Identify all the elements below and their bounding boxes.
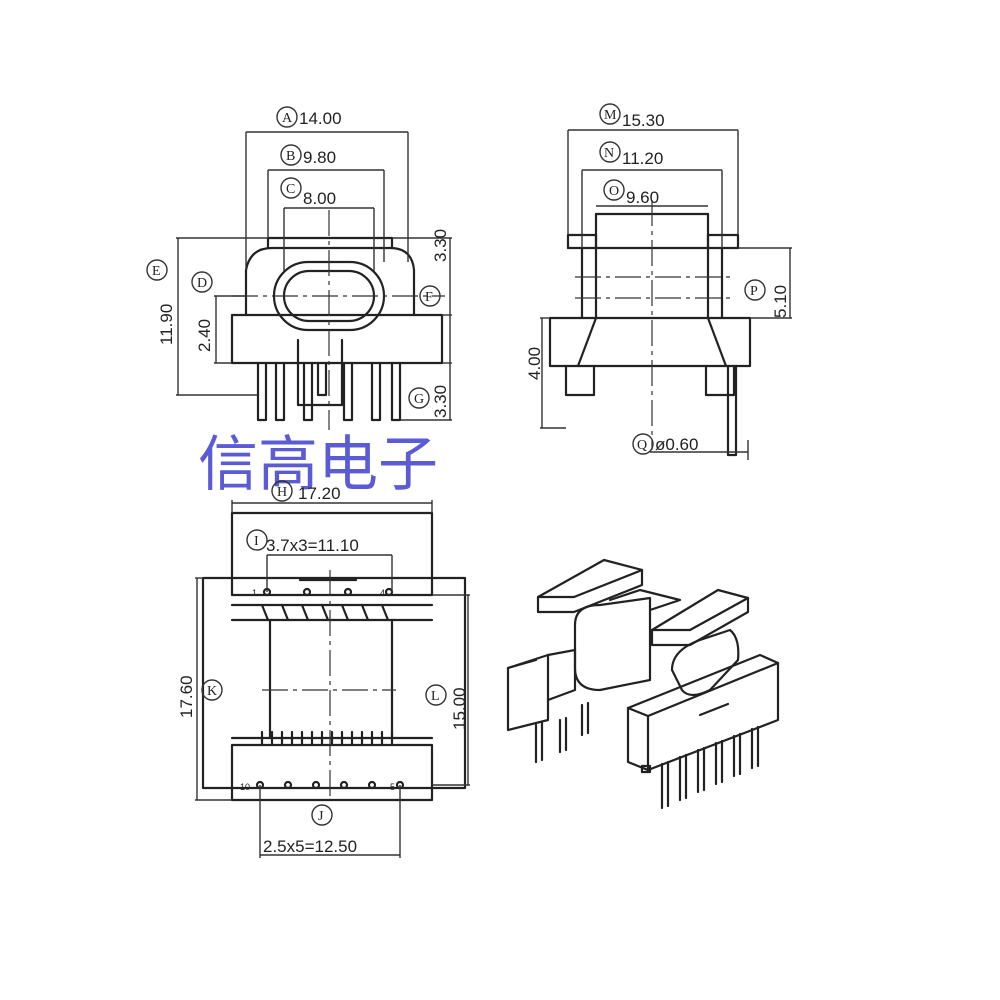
label-M-value: 15.30 xyxy=(622,111,665,130)
label-K-letter: K xyxy=(207,684,217,699)
label-C-value: 8.00 xyxy=(303,189,336,208)
label-D-value: 2.40 xyxy=(195,319,214,352)
label-E-value: 11.90 xyxy=(157,304,176,345)
label-Q-letter: Q xyxy=(637,438,647,453)
label-height-value: 4.00 xyxy=(525,347,544,380)
label-I-letter: I xyxy=(254,534,259,549)
label-P-letter: P xyxy=(750,284,758,299)
label-Q-value: ø0.60 xyxy=(655,435,698,454)
label-H-value: 17.20 xyxy=(298,484,341,503)
front-view: A 14.00 B 9.80 C 8.00 E 11.90 D 2.40 F 3… xyxy=(146,106,452,430)
label-N-value: 11.20 xyxy=(622,149,663,168)
label-B-value: 9.80 xyxy=(303,148,336,167)
label-L-letter: L xyxy=(431,689,440,704)
label-F-value: 3.30 xyxy=(431,229,450,262)
label-D-letter: D xyxy=(197,276,207,291)
label-I-value: 3.7x3=11.10 xyxy=(266,536,359,555)
label-J-value: 2.5x5=12.50 xyxy=(263,837,357,856)
label-L-value: 15.00 xyxy=(450,687,469,730)
label-H-letter: H xyxy=(277,485,287,500)
label-K-value: 17.60 xyxy=(177,675,196,718)
label-G-value: 3.30 xyxy=(431,385,450,418)
comb-teeth xyxy=(260,603,394,747)
label-O-value: 9.60 xyxy=(626,188,659,207)
label-P-value: 5.10 xyxy=(771,285,790,318)
label-G-letter: G xyxy=(414,392,424,407)
label-A-value: 14.00 xyxy=(299,109,342,128)
isometric-pins-right xyxy=(640,725,760,810)
pin-holes-bottom xyxy=(255,780,405,790)
label-C-letter: C xyxy=(286,182,295,197)
isometric-view xyxy=(506,558,780,810)
pin-label-4: 4 xyxy=(380,588,385,598)
pin-label-10: 10 xyxy=(240,782,250,792)
pin-label-5: 5 xyxy=(390,782,395,792)
label-B-letter: B xyxy=(286,149,295,164)
label-O-letter: O xyxy=(609,184,619,199)
isometric-pins-left xyxy=(534,701,590,764)
bottom-view: 1 4 10 5 H 17.20 I 3.7x3=11.10 K 17.60 xyxy=(177,480,470,858)
label-A-letter: A xyxy=(282,111,293,126)
label-J-letter: J xyxy=(318,809,324,824)
label-N-letter: N xyxy=(604,146,614,161)
front-pins xyxy=(256,338,402,422)
label-F-letter: F xyxy=(425,290,433,305)
watermark-text: 信高电子 xyxy=(198,430,438,500)
label-E-letter: E xyxy=(152,264,161,279)
pin-label-1: 1 xyxy=(252,588,257,598)
side-view: M 15.30 N 11.20 O 9.60 P 5.10 4.00 Q ø0.… xyxy=(525,103,792,460)
label-M-letter: M xyxy=(604,108,617,123)
